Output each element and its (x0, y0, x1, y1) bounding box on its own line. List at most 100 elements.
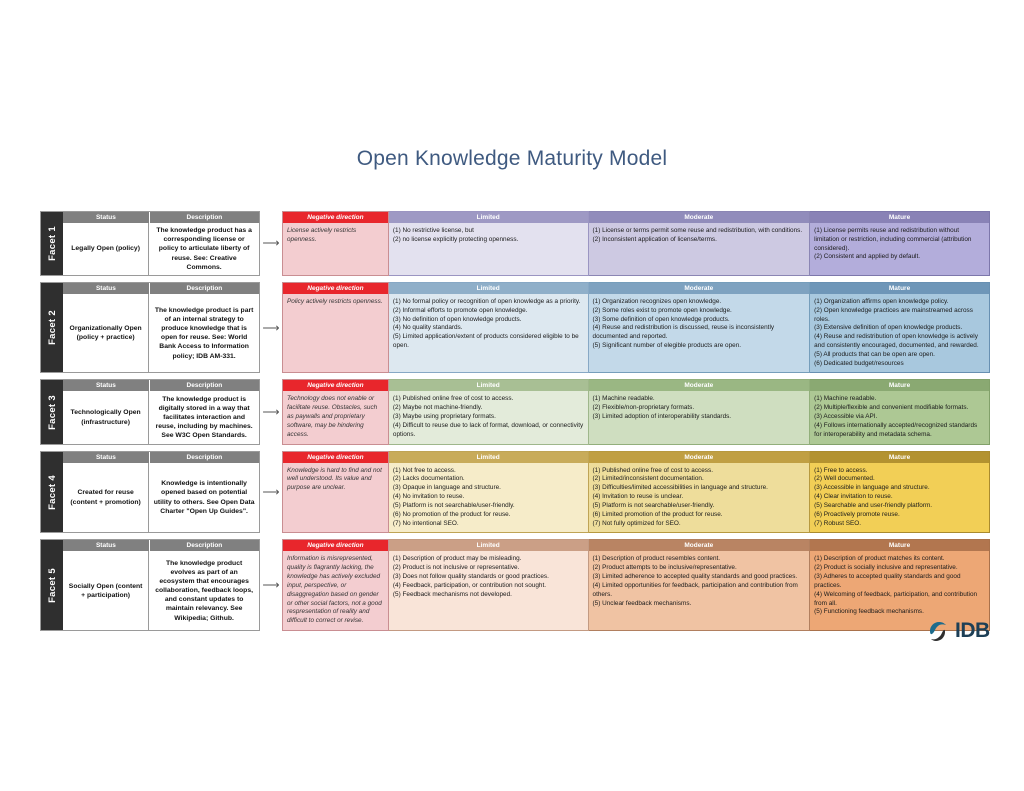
idb-globe-icon (930, 622, 946, 641)
level-body-moderate: (1) License or terms permit some reuse a… (588, 223, 810, 275)
level-body-moderate: (1) Machine readable.(2) Flexible/non-pr… (588, 391, 810, 444)
level-cell-limited: Limited(1) No restrictive license, but(2… (388, 211, 589, 276)
level-header-negative: Negative direction (283, 380, 388, 392)
level-header-moderate: Moderate (588, 540, 810, 552)
facet-tab-label: Facet 5 (46, 567, 58, 603)
level-header-mature: Mature (810, 212, 989, 223)
level-header-negative: Negative direction (283, 540, 388, 552)
level-body-limited: (1) No formal policy or recognition of o… (388, 293, 588, 373)
facet-description: The knowledge product is part of an inte… (154, 306, 254, 360)
level-cell-moderate: Moderate(1) Machine readable.(2) Flexibl… (588, 379, 811, 445)
level-cell-limited: Limited(1) No formal policy or recogniti… (388, 281, 589, 374)
facet-tab: Facet 1 (41, 212, 63, 275)
level-header-moderate: Moderate (588, 380, 810, 392)
level-cell-moderate: Moderate(1) Published online free of cos… (588, 450, 811, 534)
facet-status: Legally Open (policy) (63, 223, 150, 275)
facet-tab-label: Facet 3 (46, 394, 58, 430)
facet-status: Technologically Open (infrastructure) (63, 391, 150, 444)
level-cell-mature: Mature(1) Description of product matches… (810, 539, 990, 632)
description-header: Description (149, 212, 259, 223)
status-header: Status (63, 282, 150, 294)
facet-status: Socially Open (content + participation) (63, 551, 150, 631)
status-header: Status (63, 540, 150, 552)
level-body-limited: (1) Not free to access.(2) Lacks documen… (388, 462, 588, 533)
level-header-moderate: Moderate (588, 212, 810, 223)
level-header-mature: Mature (810, 380, 989, 392)
level-body-negative: License actively restricts openness. (283, 223, 388, 275)
level-body-mature: (1) License permits reuse and redistribu… (810, 223, 989, 275)
level-body-limited: (1) Description of product may be mislea… (388, 551, 588, 631)
level-body-mature: (1) Description of product matches its c… (810, 551, 989, 631)
facet-tab: Facet 5 (41, 540, 63, 631)
arrow-icon: ⟶ (262, 320, 280, 335)
facet-status: Organizationally Open (policy + practice… (63, 293, 150, 373)
level-cell-moderate: Moderate(1) Description of product resem… (588, 539, 811, 632)
level-body-limited: (1) Published online free of cost to acc… (388, 391, 588, 444)
level-body-moderate: (1) Published online free of cost to acc… (588, 462, 810, 533)
level-body-mature: (1) Free to access.(2) Well documented.(… (810, 462, 989, 533)
level-header-mature: Mature (810, 282, 989, 294)
facet-tab-label: Facet 2 (46, 310, 58, 346)
level-body-mature: (1) Machine readable.(2) Multiple/flexib… (810, 391, 989, 444)
level-header-limited: Limited (388, 380, 588, 392)
level-header-moderate: Moderate (588, 451, 810, 463)
level-cell-moderate: Moderate(1) License or terms permit some… (588, 211, 811, 276)
arrow-icon: ⟶ (262, 405, 280, 420)
facet-tab-label: Facet 1 (46, 226, 58, 261)
facet-description: Knowledge is intentionally opened based … (153, 480, 255, 515)
facet-description: The knowledge product has a correspondin… (156, 227, 252, 271)
level-body-negative: Knowledge is hard to find and not well u… (283, 462, 388, 533)
facet-tab-label: Facet 4 (46, 474, 58, 510)
level-body-moderate: (1) Description of product resembles con… (588, 551, 810, 631)
idb-logo: IDB (925, 618, 990, 644)
level-cell-mature: Mature(1) Machine readable.(2) Multiple/… (810, 379, 990, 445)
level-header-moderate: Moderate (588, 282, 810, 294)
level-body-mature: (1) Organization affirms open knowledge … (810, 293, 989, 373)
arrow-icon: ⟶ (262, 578, 280, 593)
status-header: Status (63, 212, 150, 223)
idb-logo-text: IDB (955, 619, 990, 642)
level-header-limited: Limited (388, 451, 588, 463)
level-cell-limited: Limited(1) Description of product may be… (388, 539, 589, 632)
level-body-moderate: (1) Organization recognizes open knowled… (588, 293, 810, 373)
level-cell-mature: Mature(1) License permits reuse and redi… (810, 211, 990, 276)
level-body-limited: (1) No restrictive license, but(2) no li… (388, 223, 588, 275)
description-header: Description (149, 451, 259, 463)
facet-status: Created for reuse (content + promotion) (63, 462, 150, 533)
level-header-negative: Negative direction (283, 451, 388, 463)
level-body-negative: Information is misrepresented, quality i… (283, 551, 388, 631)
level-header-limited: Limited (388, 212, 588, 223)
level-header-limited: Limited (388, 282, 588, 294)
level-header-mature: Mature (810, 540, 989, 552)
facet-tab: Facet 3 (41, 380, 63, 444)
arrow-icon: ⟶ (262, 236, 280, 251)
page-title: Open Knowledge Maturity Model (356, 147, 668, 170)
level-cell-mature: Mature(1) Organization affirms open know… (810, 281, 990, 374)
description-header: Description (149, 282, 259, 294)
level-cell-limited: Limited(1) Not free to access.(2) Lacks … (388, 450, 589, 534)
arrow-icon: ⟶ (262, 485, 280, 500)
description-header: Description (149, 540, 259, 552)
facet-tab: Facet 4 (41, 451, 63, 533)
level-header-limited: Limited (388, 540, 588, 552)
level-body-negative: Policy actively restricts openness. (283, 293, 388, 373)
